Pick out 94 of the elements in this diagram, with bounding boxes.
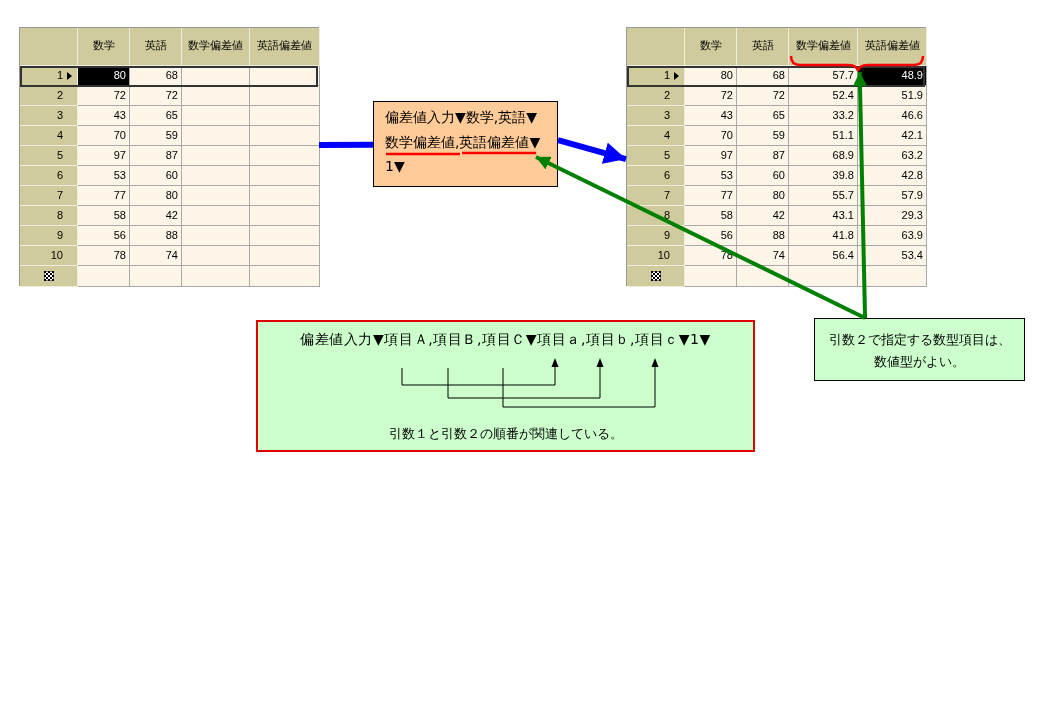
table-cell: 87 [737,146,789,166]
table-cell: 80 [737,186,789,206]
table-cell: 33.2 [789,106,858,126]
row-header: 6 [20,166,78,186]
table-cell: 65 [737,106,789,126]
syntax-text: 偏差値入力▼項目Ａ,項目Ｂ,項目Ｃ▼項目ａ,項目ｂ,項目ｃ▼1▼ [299,330,712,348]
row-header: 2 [20,86,78,106]
row-header: 4 [20,126,78,146]
note-text: 引数１と引数２の順番が関連している。 [387,425,624,443]
table-cell: 77 [78,186,130,206]
underline [386,151,536,157]
column-header: 数学偏差値 [789,28,858,66]
table-cell: 59 [737,126,789,146]
table-cell: 52.4 [789,86,858,106]
column-header: 英語 [130,28,182,66]
row-header: 5 [20,146,78,166]
column-header: 英語偏差値 [858,28,927,66]
table-cell: 56 [78,226,130,246]
row-header: 4 [627,126,685,146]
table-cell: 88 [130,226,182,246]
table-cell: 41.8 [789,226,858,246]
data-table [626,27,926,286]
table-cell: 72 [685,86,737,106]
column-header: 英語偏差値 [250,28,320,66]
row-header: 5 [627,146,685,166]
table-cell: 51.1 [789,126,858,146]
command-text: 1▼ [385,157,405,176]
table-cell: 42 [737,206,789,226]
table-cell: 53 [78,166,130,186]
table-cell: 60 [737,166,789,186]
table-cell: 58 [78,206,130,226]
table-cell: 70 [78,126,130,146]
row-header: 3 [627,106,685,126]
table-cell: 43.1 [789,206,858,226]
table-cell: 70 [685,126,737,146]
table-cell: 60 [130,166,182,186]
table-cell: 58 [685,206,737,226]
table-cell: 80 [78,66,130,86]
table-cell: 77 [685,186,737,206]
table-cell: 78 [78,246,130,266]
connector-line [319,141,373,149]
callout-text: 引数２で指定する数型項目は、数値型がよい。 [827,331,1012,371]
table-cell: 56.4 [789,246,858,266]
table-cell: 46.6 [858,106,927,126]
table-cell: 43 [78,106,130,126]
row-header: 6 [627,166,685,186]
arrow [535,155,866,320]
table-cell: 42 [130,206,182,226]
table-cell: 87 [130,146,182,166]
table-cell: 42.1 [858,126,927,146]
table-cell: 53 [685,166,737,186]
table-cell: 59 [130,126,182,146]
column-header: 数学 [78,28,130,66]
table-cell: 39.8 [789,166,858,186]
callout-box [814,318,1025,381]
table-cell: 65 [130,106,182,126]
table-cell: 63.2 [858,146,927,166]
table-cell: 72 [130,86,182,106]
table-cell: 72 [78,86,130,106]
table-cell: 55.7 [789,186,858,206]
arrow [853,71,868,319]
row-header: 7 [20,186,78,206]
table-cell: 43 [685,106,737,126]
table-cell: 68.9 [789,146,858,166]
table-cell: 72 [737,86,789,106]
table-cell: 88 [737,226,789,246]
row-header: 10 [20,246,78,266]
command-text: 数学偏差値,英語偏差値▼ [385,132,541,152]
table-cell: 42.8 [858,166,927,186]
table-cell: 74 [130,246,182,266]
table-cell: 74 [737,246,789,266]
data-table [19,27,319,286]
arrow [557,137,627,164]
row-header: 9 [627,226,685,246]
table-cell: 57.9 [858,186,927,206]
row-header: 10 [627,246,685,266]
command-box [373,101,558,187]
row-header: 3 [20,106,78,126]
command-text: 偏差値入力▼数学,英語▼ [385,108,537,127]
table-cell: 80 [130,186,182,206]
row-header: 7 [627,186,685,206]
column-header: 数学 [685,28,737,66]
table-cell: 97 [78,146,130,166]
table-cell: 63.9 [858,226,927,246]
curly-brace [790,55,924,72]
table-cell: 29.3 [858,206,927,226]
row-header: 9 [20,226,78,246]
table-cell: 53.4 [858,246,927,266]
column-header: 英語 [737,28,789,66]
row-header: 8 [20,206,78,226]
row-header: 2 [627,86,685,106]
table-cell: 97 [685,146,737,166]
column-header: 数学偏差値 [182,28,250,66]
note-box [256,320,755,452]
